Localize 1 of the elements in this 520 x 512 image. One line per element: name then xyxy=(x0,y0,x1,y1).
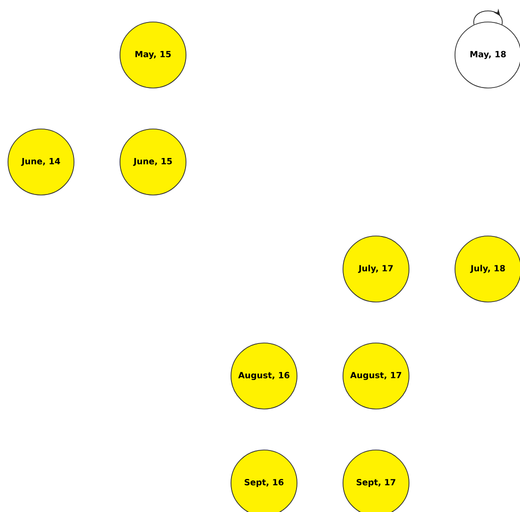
loop-arrow xyxy=(473,8,503,26)
